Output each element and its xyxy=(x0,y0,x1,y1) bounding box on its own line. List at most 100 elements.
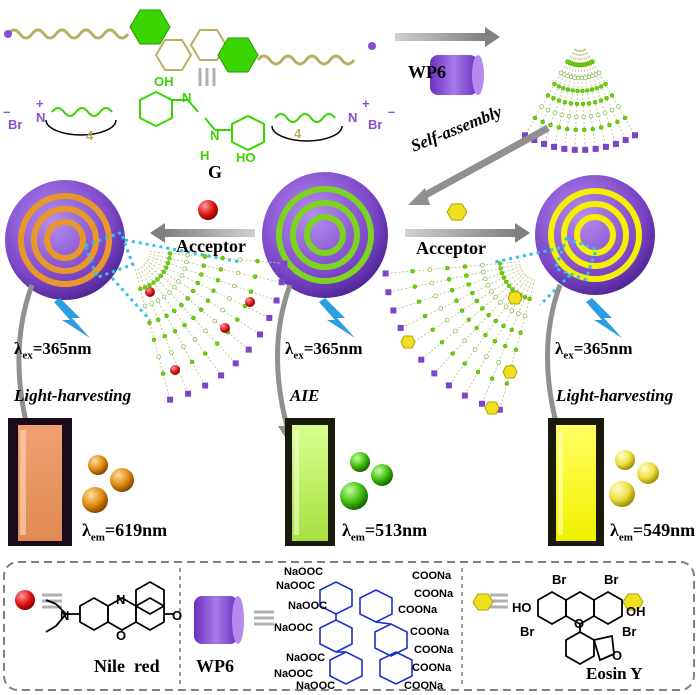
vial-yellow xyxy=(548,418,604,546)
fan-dot xyxy=(609,107,615,113)
fan-dot xyxy=(155,317,161,323)
eosin-hexagon-arrow xyxy=(446,203,468,221)
fan-dot xyxy=(501,323,506,329)
guest-label: G xyxy=(208,162,223,182)
fan-dot xyxy=(179,273,185,278)
wp6-group-7: NaOOC xyxy=(274,622,314,634)
fan-dot xyxy=(622,115,628,121)
fan-acceptor-hexagon xyxy=(400,335,416,349)
fan-dot xyxy=(556,98,562,103)
fan-dot xyxy=(595,112,601,118)
wp6-group-4: COONa xyxy=(414,588,454,600)
fan-host-block xyxy=(266,314,273,321)
fan-dot xyxy=(570,88,575,93)
fan-host-block xyxy=(522,132,528,139)
fan-host-block xyxy=(185,390,192,397)
fan-chain xyxy=(393,266,522,311)
fan-acceptor-ball xyxy=(245,297,255,307)
fan-dot xyxy=(191,315,196,321)
eosin-o-lactone: O xyxy=(612,648,623,663)
fan-dot xyxy=(609,93,615,98)
emission-balls-yellow xyxy=(609,450,659,507)
vial-green xyxy=(285,418,335,546)
fan-host-block xyxy=(431,370,438,377)
nile-red-structure xyxy=(45,580,174,633)
plus-right: + xyxy=(362,96,370,111)
fan-dot xyxy=(594,85,599,91)
fan-dot xyxy=(462,264,468,269)
fan-chain xyxy=(137,268,189,394)
fan-chain xyxy=(143,264,237,364)
fan-dot xyxy=(598,98,604,103)
fan-dot xyxy=(142,285,148,290)
minus-left: – xyxy=(3,104,11,119)
fan-dot xyxy=(190,288,196,294)
fan-dot xyxy=(185,296,190,301)
fan-dot xyxy=(176,279,181,284)
eosin-br-4: Br xyxy=(622,624,637,639)
fan-dot xyxy=(151,337,157,342)
zoom-lines-right xyxy=(494,236,599,307)
guest-chain-model xyxy=(4,9,376,73)
acceptor-arrow-right xyxy=(405,223,530,243)
curved-arrow-center xyxy=(274,284,293,431)
fan-dot xyxy=(582,127,587,133)
fan-host-block xyxy=(390,307,397,314)
fan-dot xyxy=(433,293,438,299)
fan-dot xyxy=(475,369,481,375)
fan-dot xyxy=(562,99,568,105)
fan-chain xyxy=(464,277,531,396)
fan-dot xyxy=(545,107,551,113)
fan-dot xyxy=(540,119,545,125)
fan-dot xyxy=(198,307,204,312)
fan-dot xyxy=(590,126,596,132)
curved-arrow-left xyxy=(16,284,35,431)
wp6-group-9: NaOOC xyxy=(286,652,326,664)
eosin-ho: HO xyxy=(512,600,532,615)
fan-dot xyxy=(172,329,178,334)
fan-dot xyxy=(604,95,609,101)
fan-dot xyxy=(412,284,418,289)
fan-dot xyxy=(155,277,160,282)
fan-chain xyxy=(481,278,533,404)
fan-dot xyxy=(509,308,515,313)
fan-dot xyxy=(489,289,494,294)
fan-dot xyxy=(203,328,208,334)
fan-dot xyxy=(493,294,498,300)
fan-dot xyxy=(212,318,217,324)
fan-dot xyxy=(575,88,580,94)
fan-dot xyxy=(586,74,592,80)
fan-dot xyxy=(158,273,164,279)
excitation-right: λex=365nm xyxy=(555,339,633,362)
fan-dot xyxy=(545,93,551,98)
fan-dot xyxy=(255,258,260,264)
fan-dot xyxy=(211,288,216,293)
excitation-center: λex=365nm xyxy=(285,339,363,362)
fan-dot xyxy=(480,262,485,268)
fan-dot xyxy=(532,115,538,121)
fan-host-block xyxy=(571,146,578,153)
fan-chain xyxy=(448,275,529,386)
fan-host-block xyxy=(382,270,389,277)
sub4-left: 4 xyxy=(86,128,94,143)
wp6-group-1: NaOOC xyxy=(284,566,324,578)
fan-chain xyxy=(134,269,171,400)
fan-dot xyxy=(167,290,172,295)
fan-dot xyxy=(486,312,491,318)
fan-host-block xyxy=(218,372,225,379)
fan-acceptor-ball xyxy=(170,365,180,375)
h-bottom: H xyxy=(200,148,210,163)
minus-right: – xyxy=(388,104,396,119)
fan-dot xyxy=(551,95,556,101)
n-top: N xyxy=(182,90,192,105)
fan-acceptor-ball xyxy=(145,287,155,297)
fan-dot xyxy=(205,298,211,303)
fan-dot xyxy=(215,341,220,346)
fan-chain xyxy=(139,267,206,386)
fan-dot xyxy=(161,294,167,300)
fan-host-block xyxy=(561,145,568,152)
fan-dot xyxy=(598,84,604,89)
wp6-cylinder-top xyxy=(430,55,484,95)
fan-dot xyxy=(453,328,458,334)
wp6-group-8: COONa xyxy=(410,626,450,638)
